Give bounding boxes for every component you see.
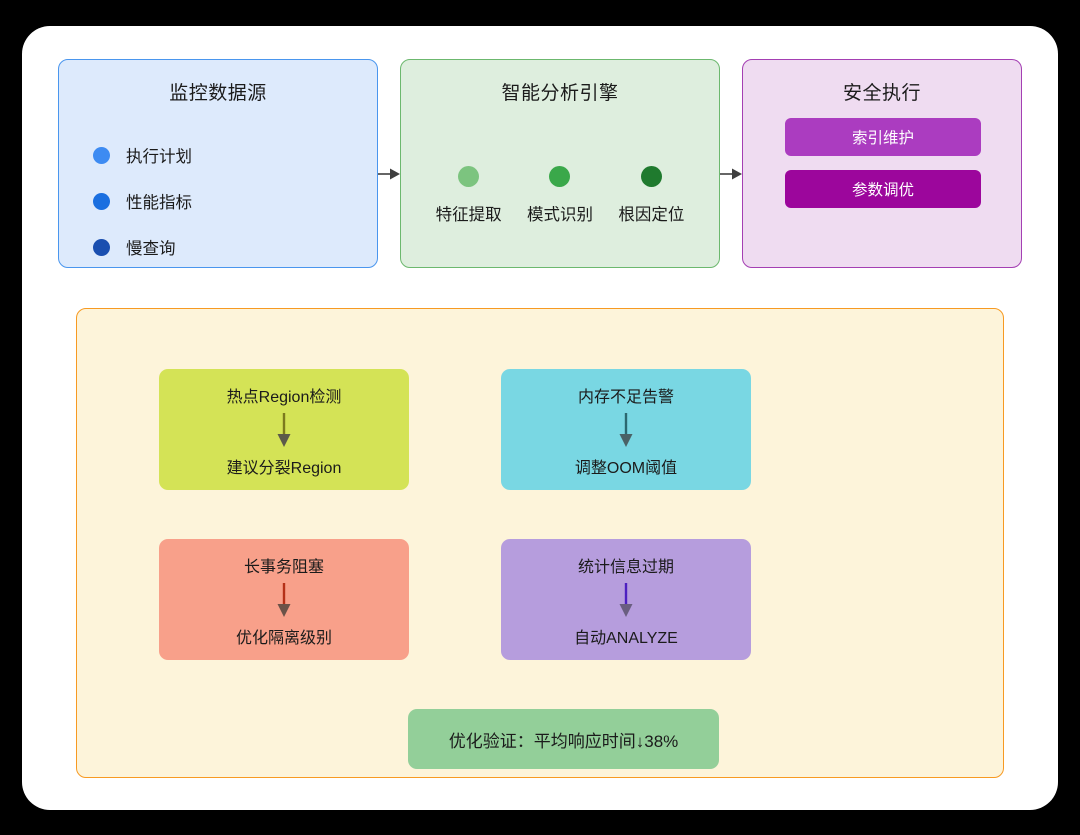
stage-dot-icon: [458, 166, 480, 187]
panel-title-monitoring-sources: 监控数据源: [169, 83, 267, 104]
card-hot-region[interactable]: 热点Region检测 建议分裂Region: [159, 369, 409, 490]
panel-safe-execution: 安全执行 索引维护 参数调优: [742, 59, 1022, 268]
stage-label: 特征提取: [435, 206, 502, 224]
index-maintenance-button[interactable]: 索引维护: [785, 118, 981, 156]
parameter-tuning-button[interactable]: 参数调优: [785, 170, 981, 208]
issue-title: 热点Region检测: [226, 389, 342, 406]
source-label: 执行计划: [126, 148, 192, 166]
list-item[interactable]: 性能指标: [93, 178, 192, 224]
stage-label: 根因定位: [618, 206, 685, 224]
issue-action: 调整OOM阈值: [574, 460, 678, 477]
bullet-dot-icon: [93, 146, 110, 164]
source-label: 慢查询: [126, 240, 176, 258]
engine-stage-list: 特征提取 模式识别 根因定位: [423, 166, 697, 225]
optimization-result-banner: 优化验证：平均响应时间↓38%: [408, 709, 719, 769]
down-arrow-icon: [276, 412, 292, 449]
panel-title-safe-execution: 安全执行: [842, 83, 921, 104]
card-stale-statistics[interactable]: 统计信息过期 自动ANALYZE: [501, 539, 751, 660]
bullet-dot-icon: [93, 238, 110, 256]
down-arrow-icon: [618, 582, 634, 619]
list-item[interactable]: 根因定位: [606, 166, 697, 225]
issue-title: 内存不足告警: [577, 389, 674, 406]
card-long-transaction[interactable]: 长事务阻塞 优化隔离级别: [159, 539, 409, 660]
list-item[interactable]: 执行计划: [93, 132, 192, 178]
panel-title-analysis-engine: 智能分析引擎: [501, 83, 619, 104]
card-memory-alert[interactable]: 内存不足告警 调整OOM阈值: [501, 369, 751, 490]
source-label: 性能指标: [126, 194, 192, 212]
panel-analysis-engine: 智能分析引擎 特征提取 模式识别 根因定位: [400, 59, 720, 268]
stage-dot-icon: [549, 166, 571, 187]
issue-action: 自动ANALYZE: [574, 630, 678, 647]
stage-label: 模式识别: [526, 206, 593, 224]
arrow-sources-to-engine: [378, 167, 400, 181]
issue-title: 长事务阻塞: [243, 559, 324, 576]
bullet-dot-icon: [93, 192, 110, 210]
stage-dot-icon: [640, 166, 662, 187]
issue-action: 优化隔离级别: [235, 630, 332, 647]
list-item[interactable]: 特征提取: [423, 166, 514, 225]
down-arrow-icon: [618, 412, 634, 449]
arrow-engine-to-execution: [720, 167, 742, 181]
source-list: 执行计划 性能指标 慢查询: [93, 132, 192, 270]
down-arrow-icon: [276, 582, 292, 619]
panel-monitoring-sources: 监控数据源 执行计划 性能指标 慢查询: [58, 59, 378, 268]
issue-action: 建议分裂Region: [226, 460, 342, 477]
diagram-card: 监控数据源 执行计划 性能指标 慢查询: [22, 26, 1058, 810]
list-item[interactable]: 慢查询: [93, 224, 192, 270]
issue-title: 统计信息过期: [577, 559, 674, 576]
list-item[interactable]: 模式识别: [514, 166, 605, 225]
panel-remediation: 热点Region检测 建议分裂Region 内存不足告警: [76, 308, 1004, 778]
optimization-result-text: 优化验证：平均响应时间↓38%: [448, 731, 679, 751]
